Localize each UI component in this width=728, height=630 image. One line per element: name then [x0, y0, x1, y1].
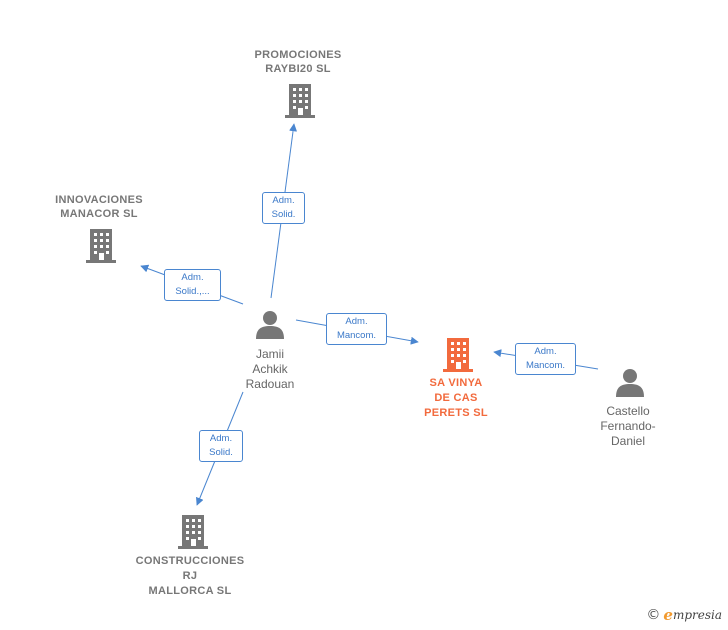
building-icon[interactable] [178, 515, 208, 549]
node-label-innovaciones[interactable]: INNOVACIONES MANACOR SL [55, 194, 143, 220]
copyright-brand: © e mpresia [646, 606, 722, 624]
node-label-castello[interactable]: Castello Fernando- Daniel [600, 404, 656, 448]
edge-label-to-promociones[interactable]: Adm. Solid. [262, 192, 305, 224]
brand-logo-text: mpresia [672, 608, 722, 622]
brand-logo-e: e [663, 606, 673, 624]
edge-label-to-innovaciones[interactable]: Adm. Solid.,... [164, 269, 221, 301]
person-icon[interactable] [256, 311, 284, 339]
building-icon[interactable] [86, 229, 116, 263]
node-label-construcciones[interactable]: CONSTRUCCIONES RJ MALLORCA SL [135, 555, 245, 597]
edge-label-to-sa-vinya[interactable]: Adm. Mancom. [326, 313, 387, 345]
edge-label-to-construcciones[interactable]: Adm. Solid. [199, 430, 243, 462]
copyright-symbol: © [646, 607, 661, 623]
edge-label-castello-to-sa-vinya[interactable]: Adm. Mancom. [515, 343, 576, 375]
person-icon[interactable] [616, 369, 644, 397]
building-icon[interactable] [285, 84, 315, 118]
node-label-promociones[interactable]: PROMOCIONES RAYBI20 SL [254, 49, 342, 75]
node-label-sa-vinya[interactable]: SA VINYA DE CAS PERETS SL [424, 377, 488, 419]
building-icon-focus[interactable] [443, 338, 473, 372]
node-label-jamii[interactable]: Jamii Achkik Radouan [245, 347, 295, 391]
